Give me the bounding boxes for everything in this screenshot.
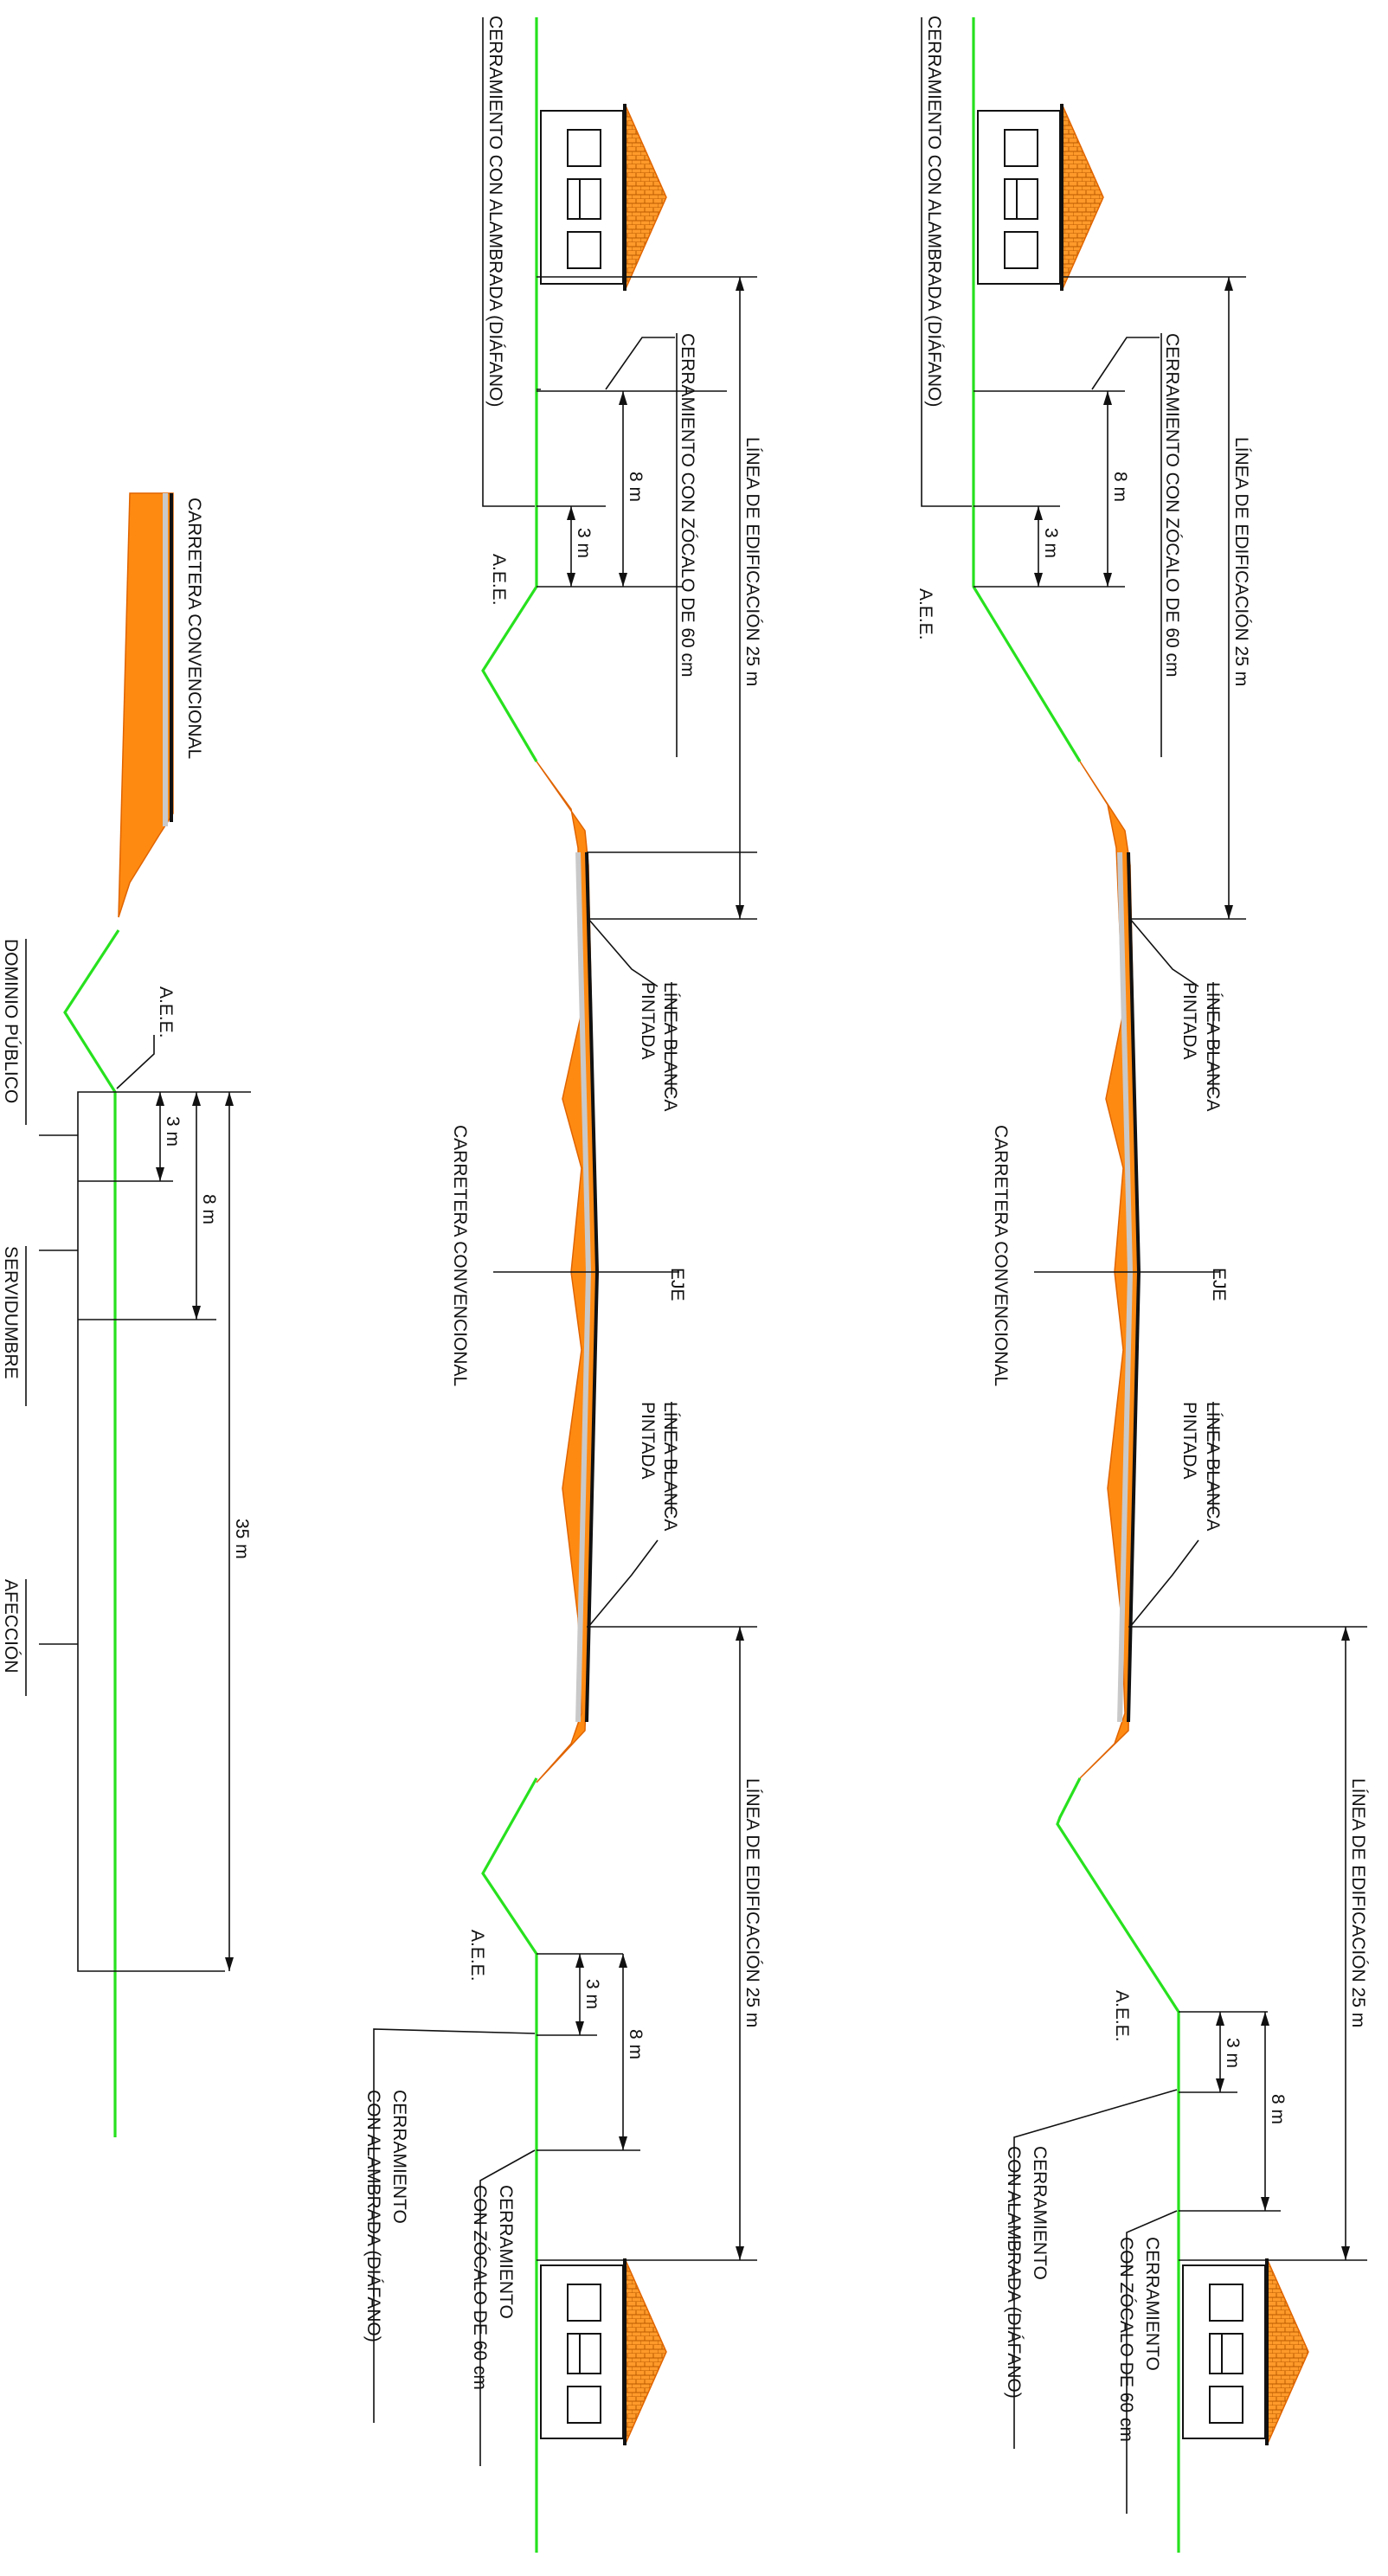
right-eje-label: EJE bbox=[1209, 1268, 1229, 1301]
middle-top-building-line: LÍNEA DE EDIFICACIÓN 25 m bbox=[742, 437, 762, 686]
left-dim-35-label: 35 m bbox=[232, 1519, 252, 1559]
middle-building-bottom bbox=[540, 2258, 667, 2446]
right-top-fence-wire: CERRAMIENTO CON ALAMBRADA (DIÁFANO) bbox=[924, 16, 944, 407]
right-white-line-bottom-2: PINTADA bbox=[1179, 1402, 1199, 1479]
middle-terrain-top bbox=[481, 17, 538, 762]
middle-top-dim-3: 3 m bbox=[574, 528, 594, 558]
middle-white-line-top-2: PINTADA bbox=[638, 982, 658, 1059]
middle-fence-plinth-leader bbox=[605, 337, 675, 390]
middle-white-line-bottom-1: LÍNEA BLANCA bbox=[660, 1402, 680, 1531]
middle-bottom-fence-plinth-1: CERRAMIENTO bbox=[496, 2185, 516, 2319]
left-zone-dominio-label: DOMINIO PÚBLICO bbox=[1, 939, 21, 1103]
left-dim-3-label: 3 m bbox=[163, 1116, 183, 1147]
right-bottom-aee: A.E.E. bbox=[1112, 1990, 1132, 2042]
middle-building-top-roof bbox=[624, 103, 667, 292]
left-zone-ticks bbox=[39, 1134, 78, 1645]
left-zone-servidumbre-label: SERVIDUMBRE bbox=[1, 1246, 21, 1379]
middle-section: CERRAMIENTO CON ALAMBRADA (DIÁFANO) CERR… bbox=[363, 16, 762, 2553]
right-terrain-bottom bbox=[1056, 1777, 1180, 2553]
middle-bottom-aee: A.E.E. bbox=[467, 1930, 487, 1982]
right-bottom-building-line: LÍNEA DE EDIFICACIÓN 25 m bbox=[1348, 1778, 1368, 2027]
left-terrain bbox=[63, 929, 120, 2137]
middle-top-fence-plinth: CERRAMIENTO CON ZÓCALO DE 60 cm bbox=[678, 333, 697, 678]
left-road-label: CARRETERA CONVENCIONAL bbox=[184, 498, 204, 759]
right-bottom-dim-8: 8 m bbox=[1268, 2094, 1288, 2124]
left-aee-leader bbox=[116, 1035, 155, 1089]
left-section: CARRETERA CONVENCIONAL A.E.E. 3 m 8 m 35… bbox=[1, 492, 252, 2137]
middle-top-ext-lines bbox=[537, 389, 757, 853]
right-building-bottom bbox=[1182, 2258, 1309, 2446]
right-white-line-top-2: PINTADA bbox=[1179, 982, 1199, 1059]
left-zone-afeccion-label: AFECCIÓN bbox=[1, 1579, 21, 1673]
middle-top-aee: A.E.E. bbox=[489, 554, 509, 606]
right-top-aee: A.E.E. bbox=[916, 588, 935, 640]
left-dim-arrows bbox=[156, 1092, 234, 1971]
middle-white-line-top-1: LÍNEA BLANCA bbox=[660, 982, 680, 1111]
right-bottom-fence-plinth-1: CERRAMIENTO bbox=[1142, 2237, 1162, 2371]
right-bottom-fence-wire-1: CERRAMIENTO bbox=[1030, 2146, 1050, 2280]
right-top-fence-plinth: CERRAMIENTO CON ZÓCALO DE 60 cm bbox=[1162, 333, 1182, 678]
right-top-dim-3: 3 m bbox=[1041, 528, 1061, 558]
middle-building-top bbox=[540, 103, 667, 292]
middle-white-line-top-leader bbox=[588, 918, 659, 987]
left-zone-lines bbox=[77, 1091, 251, 1972]
middle-top-fence-wire: CERRAMIENTO CON ALAMBRADA (DIÁFANO) bbox=[485, 16, 505, 407]
right-top-dim-8: 8 m bbox=[1110, 472, 1130, 502]
middle-white-line-bottom-2: PINTADA bbox=[638, 1402, 658, 1479]
middle-bottom-dim-8: 8 m bbox=[626, 2029, 646, 2059]
right-bottom-fence-wire-2: CON ALAMBRADA (DIÁFANO) bbox=[1004, 2146, 1024, 2399]
middle-bottom-fence-wire-2: CON ALAMBRADA (DIÁFANO) bbox=[363, 2090, 383, 2342]
right-building-top bbox=[977, 103, 1104, 292]
middle-bottom-fence-plinth-2: CON ZÓCALO DE 60 cm bbox=[470, 2185, 490, 2390]
middle-terrain-bottom bbox=[481, 1777, 538, 2553]
right-top-building-line: LÍNEA DE EDIFICACIÓN 25 m bbox=[1231, 437, 1251, 686]
left-dim-8-label: 8 m bbox=[199, 1194, 219, 1224]
right-section: CERRAMIENTO CON ALAMBRADA (DIÁFANO) CERR… bbox=[916, 16, 1368, 2553]
right-road-label: CARRETERA CONVENCIONAL bbox=[991, 1125, 1011, 1386]
middle-top-dim-8: 8 m bbox=[626, 472, 646, 502]
middle-bottom-fence-wire-1: CERRAMIENTO bbox=[389, 2090, 409, 2224]
right-bottom-fence-plinth-2: CON ZÓCALO DE 60 cm bbox=[1116, 2237, 1136, 2442]
middle-bottom-dim-3: 3 m bbox=[582, 1979, 602, 2009]
left-aee-label: A.E.E. bbox=[156, 986, 176, 1038]
middle-bottom-building-line: LÍNEA DE EDIFICACIÓN 25 m bbox=[742, 1778, 762, 2027]
right-bottom-dim-3: 3 m bbox=[1223, 2038, 1243, 2068]
middle-road-label: CARRETERA CONVENCIONAL bbox=[450, 1125, 470, 1386]
middle-eje-label: EJE bbox=[667, 1268, 687, 1301]
middle-fence-wire-leader bbox=[482, 17, 535, 507]
